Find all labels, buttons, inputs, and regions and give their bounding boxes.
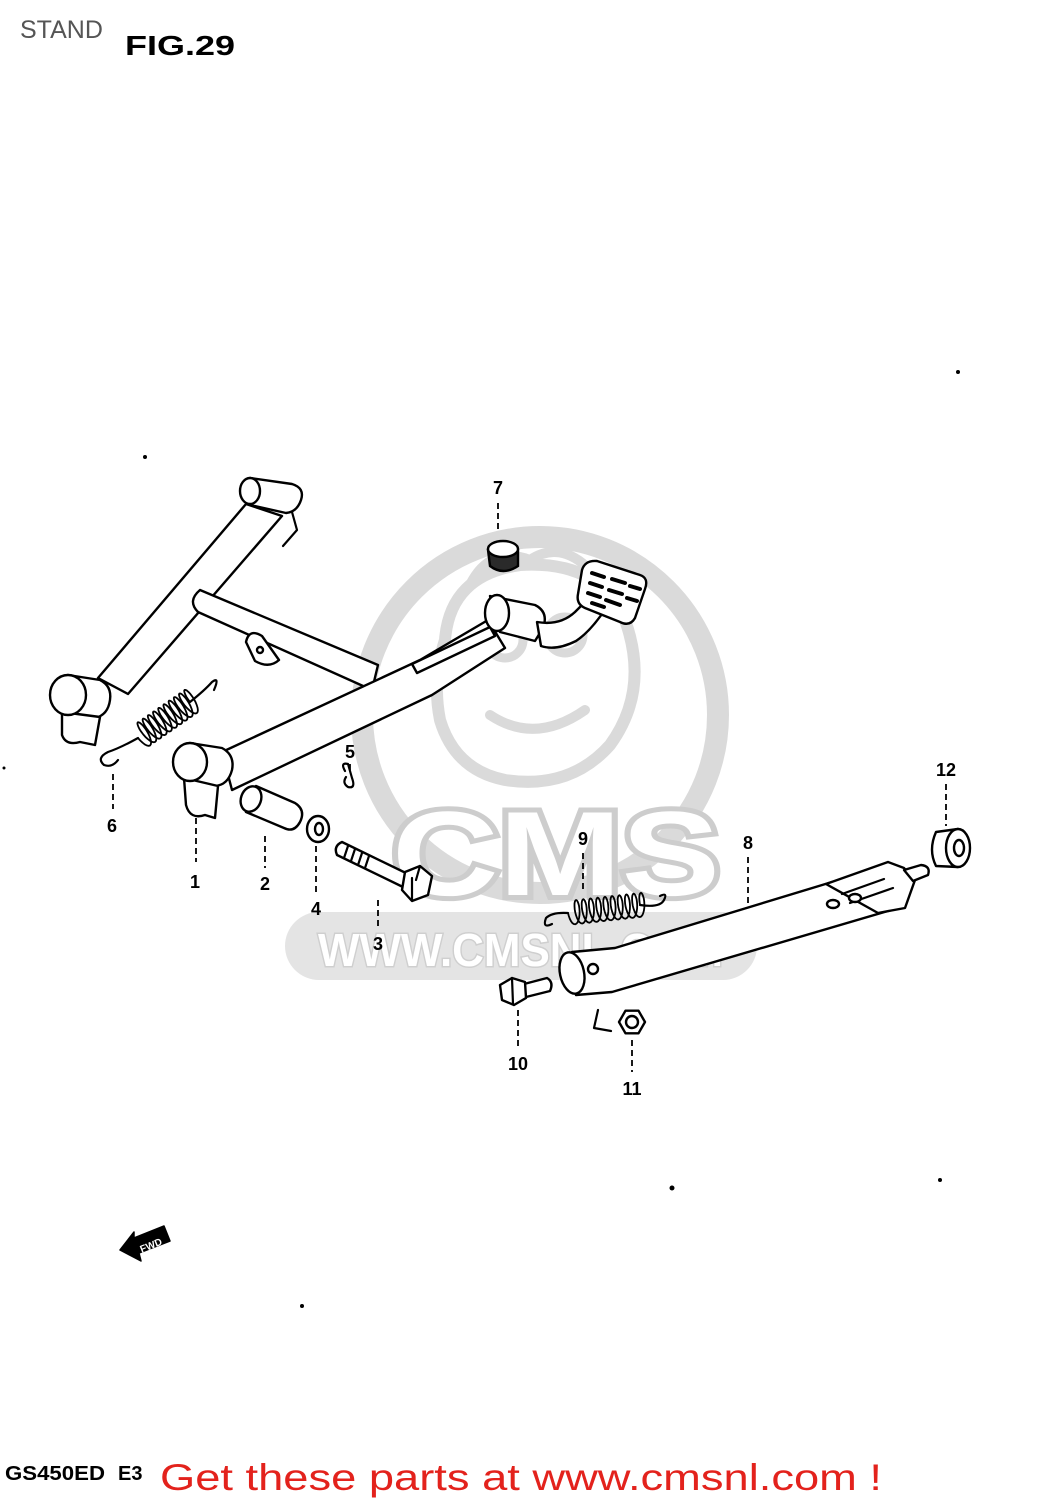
part-6-spring — [99, 679, 218, 767]
callout-8: 8 — [743, 833, 753, 853]
forward-arrow-icon: FWD — [119, 1225, 171, 1262]
center-stand-left-pivot-tab — [60, 710, 102, 747]
center-stand-left-arm — [96, 502, 284, 696]
speck — [669, 1185, 675, 1191]
print-specks — [2, 370, 960, 1308]
callout-1: 1 — [190, 872, 200, 892]
center-stand-top-pivot-end — [238, 476, 262, 506]
callout-6: 6 — [107, 816, 117, 836]
forward-arrow-shape — [119, 1225, 171, 1262]
callout-leaders — [112, 503, 947, 1072]
part-2-bushing-end — [239, 785, 263, 813]
part-9-spring — [543, 891, 667, 927]
part-9-spring-coil — [567, 891, 646, 926]
part-10-bolt-head-edge — [510, 976, 515, 1006]
part-8-side-stand-slot-2 — [847, 892, 863, 904]
part-8-side-stand-slot-1 — [825, 898, 841, 910]
part-11-nut — [592, 1008, 647, 1035]
part-4-washer — [305, 814, 331, 844]
part-10-bolt-shaft — [522, 976, 553, 999]
center-stand-top-bracket — [281, 510, 299, 548]
speck — [956, 370, 960, 374]
part-8-side-stand — [558, 860, 930, 997]
figure-label: FIG.29 — [125, 30, 235, 61]
region-code: E3 — [118, 1463, 142, 1485]
watermark-face-mouth — [485, 705, 590, 734]
center-stand-spring-tab-hole — [255, 645, 265, 655]
center-stand-mid-pivot-end — [171, 741, 209, 783]
callout-4: 4 — [311, 899, 321, 919]
callout-5: 5 — [345, 742, 355, 762]
part-3-bolt-head — [400, 864, 434, 903]
part-7-rubber-cap-top — [486, 539, 520, 559]
promo-text: Get these parts at www.cmsnl.com ! — [160, 1457, 882, 1498]
callout-7: 7 — [493, 478, 503, 498]
center-stand-top-pivot-tube — [248, 476, 304, 515]
watermark-face-outline — [430, 558, 641, 788]
center-stand-mid-pivot-tab — [182, 776, 220, 820]
part-10-bolt — [498, 976, 553, 1007]
part-7-rubber-cap — [486, 539, 520, 573]
center-stand-right-arm-slot — [410, 625, 497, 675]
callout-11: 11 — [622, 1079, 641, 1099]
center-stand-crossbar — [191, 588, 380, 692]
part-8-side-stand-pivot-end — [558, 951, 586, 995]
center-stand-pedal-pivot-end — [483, 593, 511, 633]
watermark-face-hair — [465, 547, 595, 590]
part-8-side-stand-tang — [902, 863, 930, 883]
part-1-center-stand — [48, 476, 648, 820]
speck — [2, 766, 6, 770]
part-6-spring-hook-right — [188, 679, 218, 704]
part-6-spring-hook-left — [99, 736, 140, 767]
section-title: STAND — [20, 16, 103, 44]
part-8-side-stand-pivot-hole — [586, 962, 600, 976]
part-3-bolt — [334, 840, 434, 903]
part-4-washer-hole — [313, 821, 325, 837]
part-9-spring-hook-left — [543, 911, 570, 927]
callout-3: 3 — [373, 934, 383, 954]
callout-numbers: 1 2 3 4 5 6 7 8 9 10 11 12 — [107, 478, 956, 1099]
speck — [143, 455, 147, 459]
part-6-spring-coil — [136, 689, 199, 747]
speck — [300, 1304, 304, 1308]
part-11-lock-mark — [592, 1008, 613, 1033]
part-9-spring-hook-right — [638, 893, 667, 907]
center-stand-left-pivot-end — [48, 673, 88, 717]
speck — [938, 1178, 942, 1182]
part-11-nut-hole — [624, 1014, 640, 1030]
part-12-bush — [930, 827, 972, 869]
callout-12: 12 — [936, 760, 956, 780]
part-2-bushing — [239, 784, 304, 831]
center-stand-foot-pedal-pattern — [586, 571, 642, 609]
watermark-logo-text: CMS — [392, 787, 720, 921]
part-3-bolt-head-edge — [410, 864, 422, 902]
callout-10: 10 — [508, 1054, 528, 1074]
part-5-clip — [341, 762, 355, 789]
callout-9: 9 — [578, 829, 588, 849]
part-3-bolt-threads — [342, 844, 371, 870]
model-code: GS450ED — [5, 1463, 105, 1485]
part-12-bush-hole — [952, 838, 966, 858]
callout-2: 2 — [260, 874, 270, 894]
